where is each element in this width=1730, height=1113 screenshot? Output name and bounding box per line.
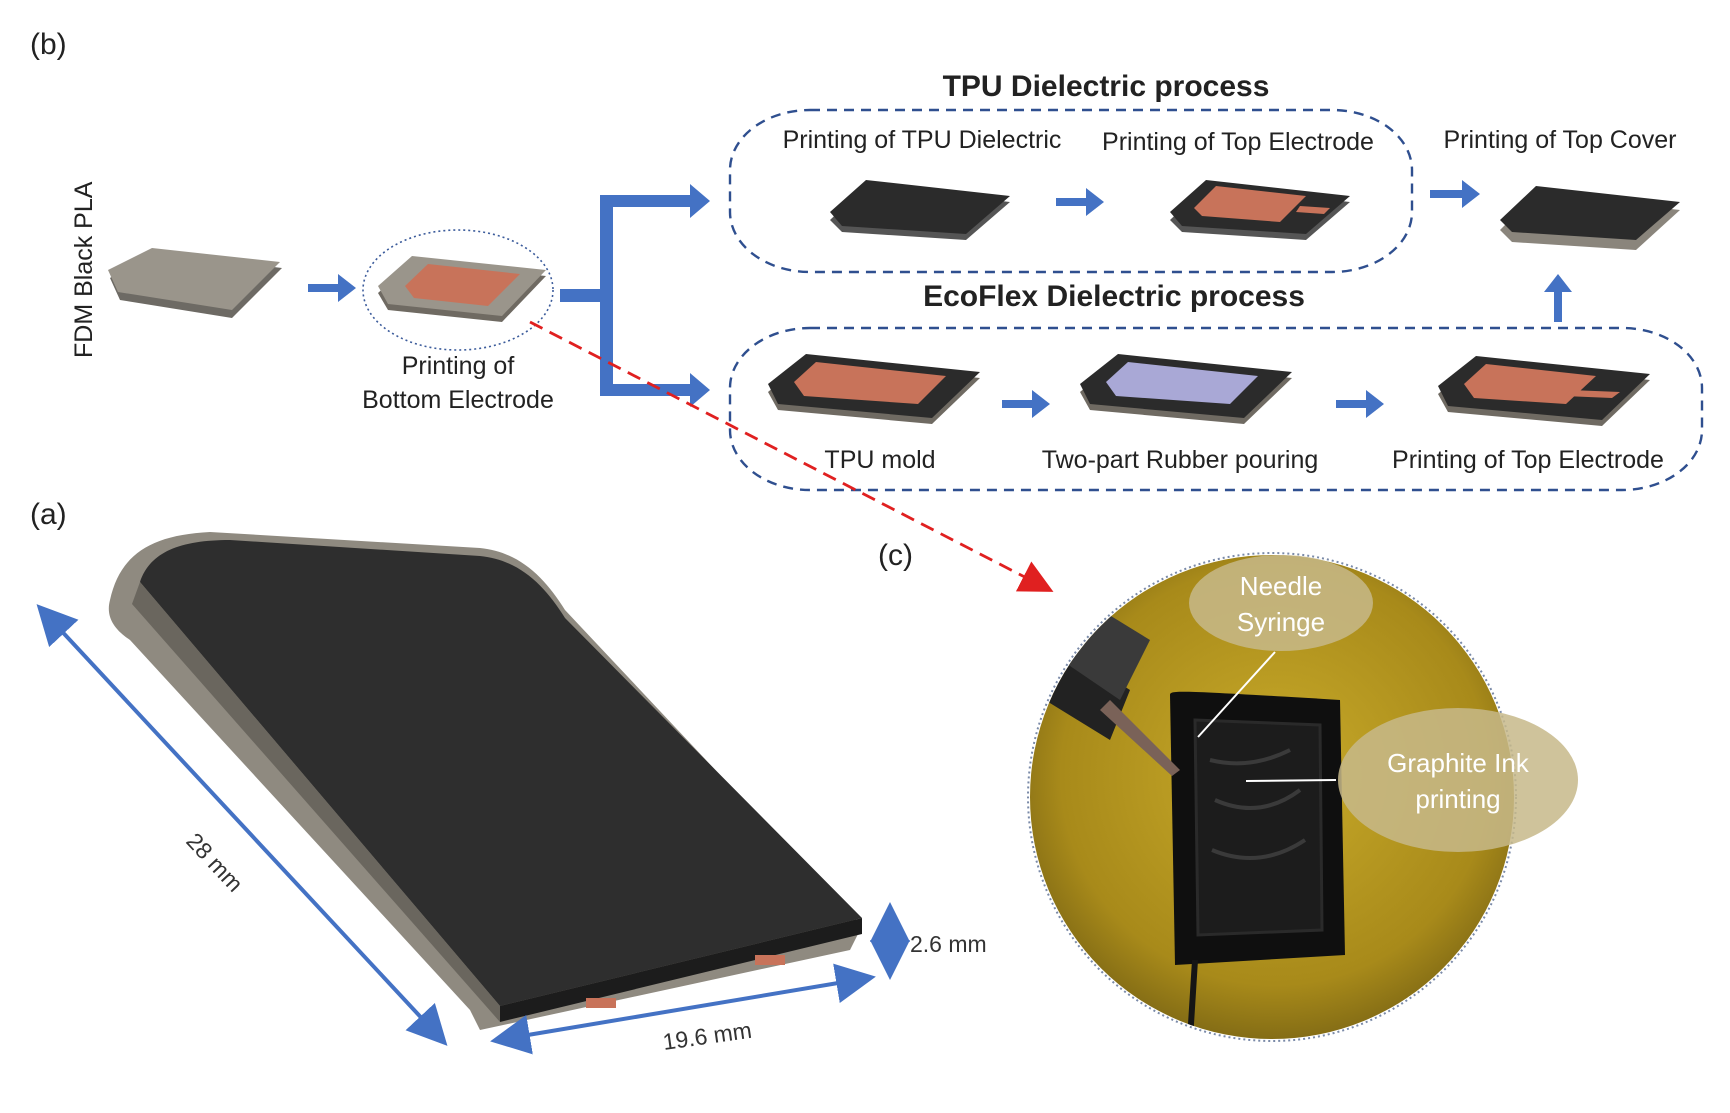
tpu-process-title: TPU Dielectric process — [943, 70, 1270, 103]
width-dimension-label: 19.6 mm — [661, 1017, 753, 1055]
tpu-step-dielectric-label: Printing of TPU Dielectric — [783, 126, 1062, 154]
rubber-pouring-illustration — [1080, 354, 1292, 424]
flow-arrow-up — [1544, 274, 1572, 322]
top-cover-label: Printing of Top Cover — [1444, 126, 1677, 154]
graphite-annotation-line2: printing — [1415, 784, 1500, 814]
panel-label-a: (a) — [30, 498, 67, 531]
flow-arrow — [1430, 180, 1480, 208]
ecoflex-top-electrode-illustration — [1438, 356, 1650, 426]
bottom-electrode-illustration — [378, 256, 546, 322]
flow-arrow — [1336, 390, 1384, 418]
bottom-electrode-highlight — [362, 229, 554, 351]
tpu-process-frame — [728, 108, 1414, 274]
flow-arrow — [1002, 390, 1050, 418]
bottom-electrode-label-line2: Bottom Electrode — [362, 386, 554, 414]
tpu-top-electrode-illustration — [1170, 180, 1350, 240]
length-dimension-label: 28 mm — [181, 828, 248, 897]
length-dimension-arrow — [36, 604, 448, 1046]
width-dimension-arrow — [490, 963, 876, 1055]
needle-annotation-line2: Syringe — [1237, 607, 1325, 637]
height-dimension-label: 2.6 mm — [910, 931, 987, 957]
branch-connector — [560, 184, 710, 407]
tpu-step-top-electrode-label: Printing of Top Electrode — [1102, 128, 1374, 156]
pla-base-illustration — [108, 248, 282, 318]
ecoflex-step-top-electrode-label: Printing of Top Electrode — [1392, 446, 1664, 474]
ecoflex-step-rubber-label: Two-part Rubber pouring — [1042, 446, 1319, 474]
bottom-electrode-label-line1: Printing of — [402, 352, 515, 380]
flow-arrow — [1056, 188, 1104, 216]
ecoflex-step-mold-label: TPU mold — [824, 446, 935, 474]
material-label: FDM Black PLA — [70, 181, 98, 358]
top-cover-illustration — [1500, 186, 1680, 250]
tpu-mold-illustration — [768, 354, 980, 424]
panel-label-c: (c) — [878, 539, 913, 572]
ecoflex-process-title: EcoFlex Dielectric process — [923, 280, 1305, 313]
ecoflex-process-frame — [728, 326, 1704, 492]
panel-label-b: (b) — [30, 28, 67, 61]
zoom-leader-line — [529, 320, 1054, 592]
sensor-3d-illustration — [108, 532, 862, 1030]
flow-arrow — [308, 274, 356, 302]
graphite-printing-photo — [1027, 552, 1578, 1042]
graphite-annotation-line1: Graphite Ink — [1387, 748, 1530, 778]
needle-annotation-line1: Needle — [1240, 571, 1322, 601]
tpu-dielectric-illustration — [830, 180, 1010, 240]
